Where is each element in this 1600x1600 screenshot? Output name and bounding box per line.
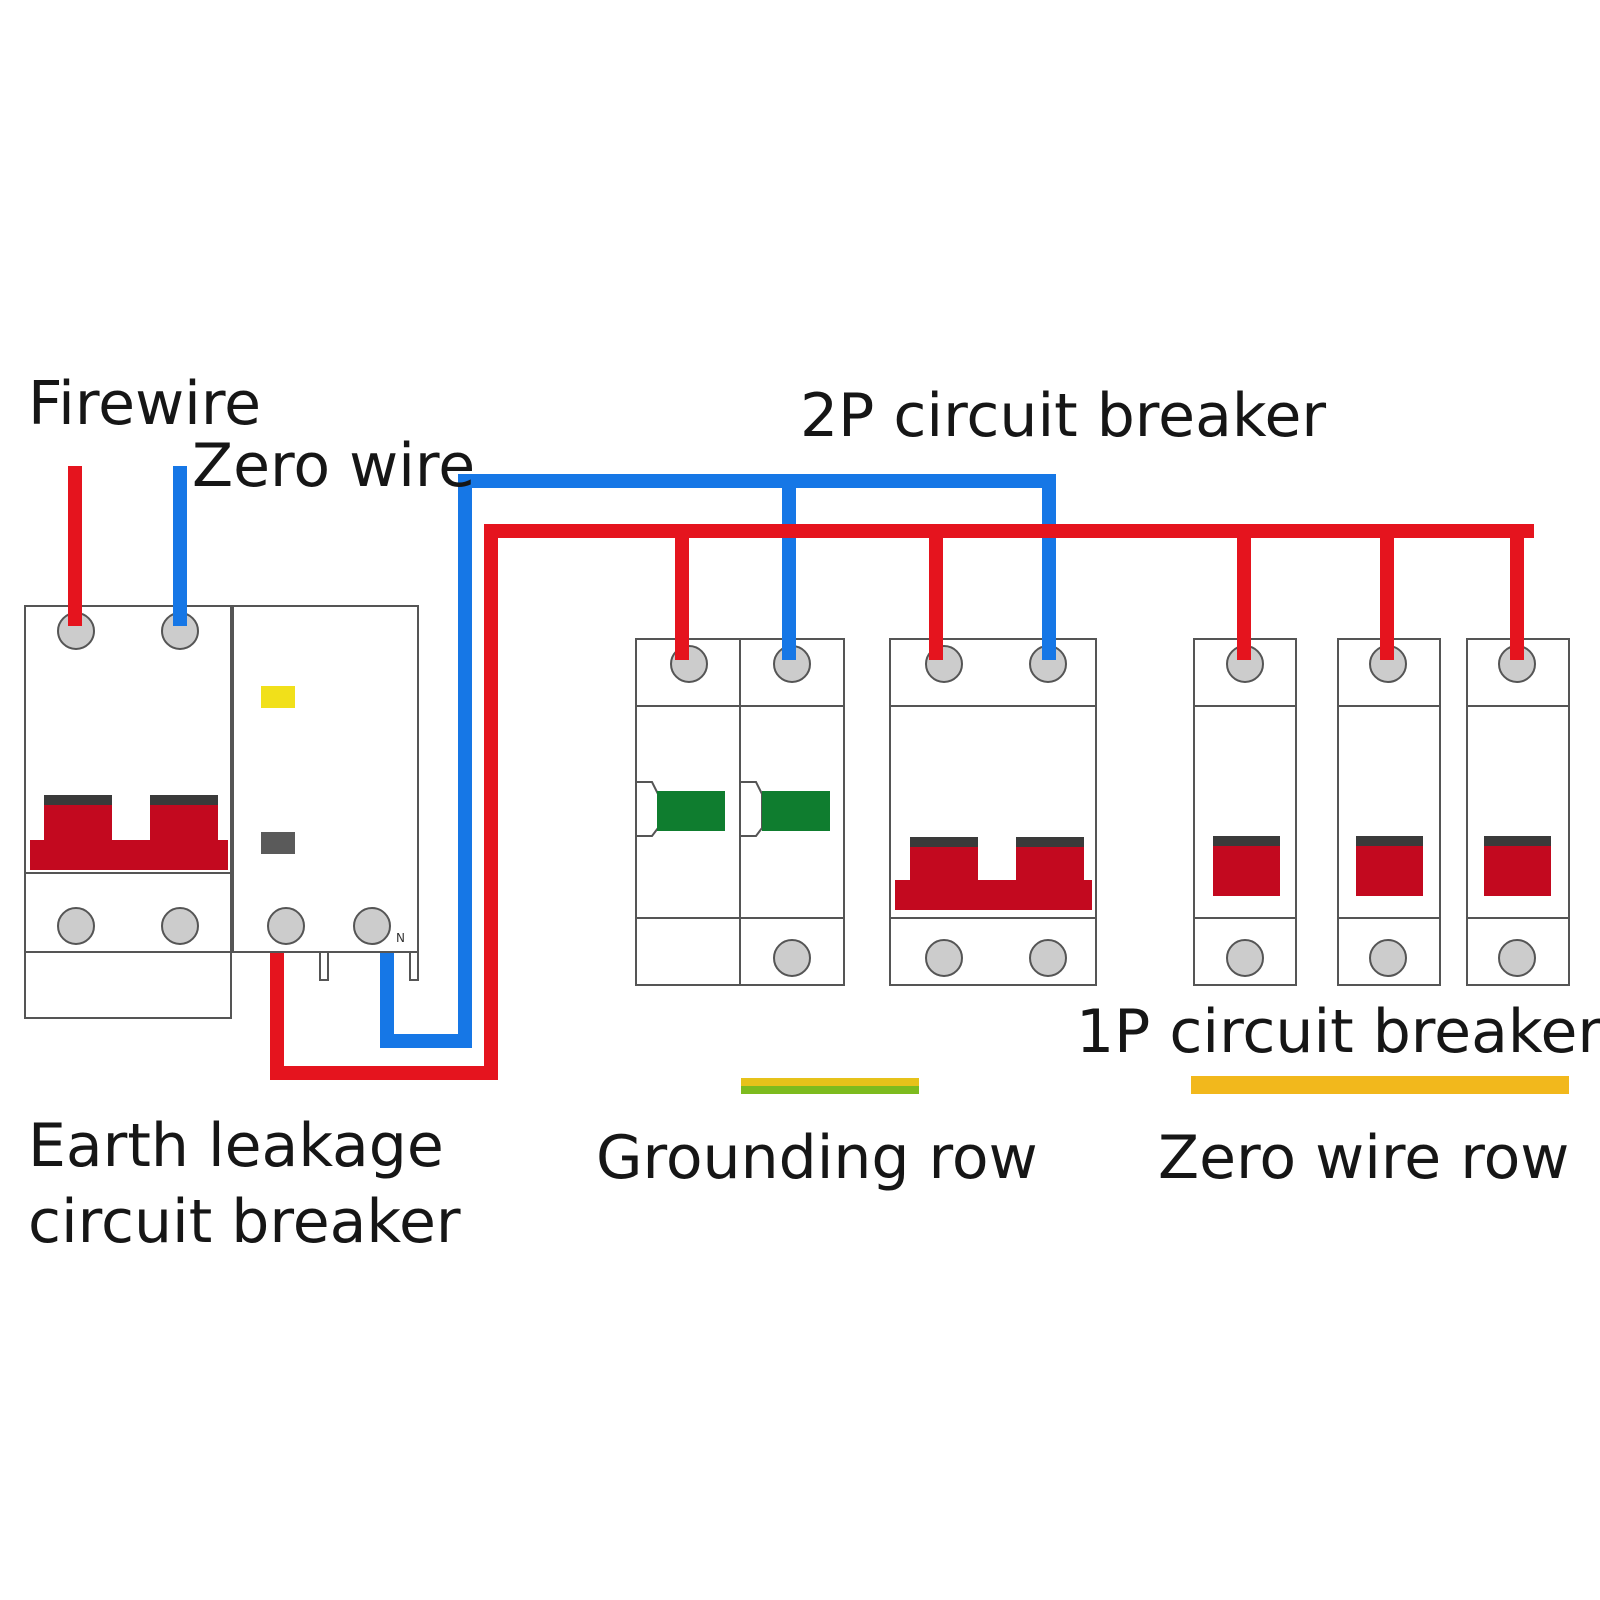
test-button-gray	[261, 832, 295, 854]
label-grounding-row: Grounding row	[596, 1123, 1038, 1193]
main-2p-breaker	[24, 605, 232, 1019]
double-handle	[30, 795, 228, 870]
grounding-row-bar	[741, 1078, 919, 1094]
label-firewire: Firewire	[28, 369, 262, 439]
terminal	[57, 907, 95, 945]
red-handle	[1356, 846, 1423, 896]
terminal	[773, 939, 811, 977]
terminal	[353, 907, 391, 945]
1p-breaker	[1466, 638, 1570, 986]
terminal	[267, 907, 305, 945]
rcd-module	[232, 605, 419, 981]
terminal	[1029, 939, 1067, 977]
terminal	[1498, 939, 1536, 977]
live-bus	[270, 524, 1534, 1080]
double-handle	[895, 837, 1092, 910]
terminal	[161, 907, 199, 945]
terminal	[1369, 939, 1407, 977]
label-1p-circuit-breaker: 1P circuit breaker	[1076, 997, 1600, 1067]
1p-breaker	[1337, 638, 1441, 986]
incoming-neutral-wire	[173, 466, 187, 626]
red-handle	[1484, 846, 1551, 896]
label-2p-circuit-breaker: 2P circuit breaker	[800, 381, 1327, 451]
1p-breaker	[1193, 638, 1297, 986]
label-earth-leakage-line2: circuit breaker	[28, 1187, 461, 1257]
label-earth-leakage-line1: Earth leakage	[28, 1111, 444, 1181]
neutral-bus	[380, 474, 1056, 1048]
wire-tips	[68, 600, 1524, 660]
label-zero-wire: Zero wire	[192, 431, 476, 501]
terminal	[925, 939, 963, 977]
neutral-mark: N	[396, 931, 405, 945]
incoming-live-wire	[68, 466, 82, 626]
2p-breaker-green	[635, 638, 845, 986]
wires	[68, 466, 1534, 1080]
zero-wire-row-bar	[1191, 1076, 1569, 1094]
terminal	[1226, 939, 1264, 977]
test-indicator-yellow	[261, 686, 295, 708]
2p-breaker-red	[889, 638, 1097, 986]
label-zero-wire-row: Zero wire row	[1158, 1123, 1570, 1193]
green-handle	[762, 791, 830, 831]
red-handle	[1213, 846, 1280, 896]
green-handle	[657, 791, 725, 831]
